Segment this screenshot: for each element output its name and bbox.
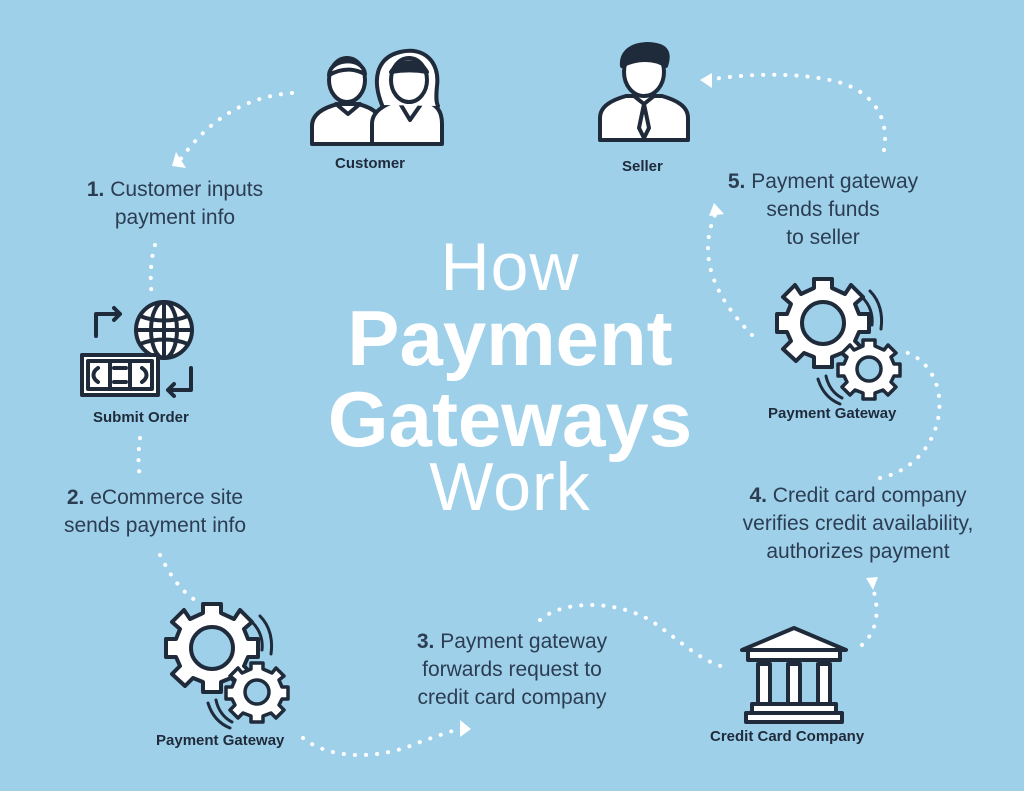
step-5-number: 5. <box>727 170 746 193</box>
step-2-text1: eCommerce site <box>90 486 244 509</box>
step-1-text1: Customer inputs <box>110 178 264 201</box>
credit-card-company-label: Credit Card Company <box>710 728 865 745</box>
step-4-line1: 4. Credit card company <box>718 482 998 510</box>
dots-submit-to-step2 <box>136 436 142 480</box>
customer-label: Customer <box>335 155 406 172</box>
title-payment: Payment <box>347 294 673 382</box>
title-gateways: Gateways <box>327 375 693 463</box>
title-how: How <box>440 229 580 305</box>
submit-order-label: Submit Order <box>93 409 189 426</box>
seller-icon <box>598 42 690 142</box>
dots-step4-to-gateway <box>878 350 942 480</box>
arrowhead-4 <box>866 577 878 590</box>
arrowhead-6 <box>700 73 712 88</box>
step-5-text2: sends funds <box>766 198 880 221</box>
globe-money-icon <box>80 300 194 398</box>
arrowhead-1 <box>172 152 186 168</box>
step-4-text1: Credit card company <box>772 484 967 507</box>
step-5-line1: 5. Payment gateway <box>703 168 943 196</box>
step-3-text2: forwards request to <box>422 658 602 681</box>
step-3-text3: credit card company <box>417 686 607 709</box>
seller-label: Seller <box>622 158 663 175</box>
step-4-text2: verifies credit availability, <box>742 512 974 535</box>
step-5: 5. Payment gateway sends funds to seller <box>703 168 943 252</box>
dots-gateway-to-step5 <box>705 213 754 337</box>
step-1-line1: 1. Customer inputs <box>55 176 295 204</box>
step-5-text3: to seller <box>786 226 860 249</box>
step-1: 1. Customer inputs payment info <box>55 176 295 232</box>
step-2-line1: 2. eCommerce site <box>40 484 270 512</box>
flow-dots <box>136 72 942 757</box>
step-5-text1: Payment gateway <box>751 170 919 193</box>
dots-step3-to-bank <box>538 603 730 670</box>
dots-step5-to-seller <box>704 72 887 152</box>
dots-step1-to-submit <box>148 243 157 300</box>
title-work: Work <box>429 449 591 525</box>
people-icon <box>310 48 444 146</box>
step-3-text1: Payment gateway <box>440 630 608 653</box>
step-2-text2: sends payment info <box>63 514 247 537</box>
step-1-text2: payment info <box>114 206 236 229</box>
step-4-number: 4. <box>749 484 767 507</box>
step-2: 2. eCommerce site sends payment info <box>40 484 270 540</box>
bank-icon <box>740 626 848 724</box>
arrowhead-5 <box>709 203 724 216</box>
step-1-number: 1. <box>86 178 105 201</box>
dots-step2-to-gateway <box>158 553 197 602</box>
step-3: 3. Payment gateway forwards request to c… <box>392 628 632 712</box>
step-3-line1: 3. Payment gateway <box>392 628 632 656</box>
payment-gateway-label-right: Payment Gateway <box>768 405 897 422</box>
step-3-number: 3. <box>416 630 435 653</box>
step-4-text3: authorizes payment <box>766 540 950 563</box>
arrowheads <box>172 73 878 737</box>
gears-icon <box>775 277 902 406</box>
dots-bank-to-step4 <box>860 583 879 647</box>
dots-customer-to-step1 <box>178 91 294 162</box>
step-2-number: 2. <box>66 486 85 509</box>
dots-gateway-to-step3 <box>301 725 467 757</box>
step-4: 4. Credit card company verifies credit a… <box>718 482 998 566</box>
gears-icon <box>164 602 290 730</box>
arrowhead-3 <box>460 720 471 737</box>
payment-gateway-label-left: Payment Gateway <box>156 732 285 749</box>
